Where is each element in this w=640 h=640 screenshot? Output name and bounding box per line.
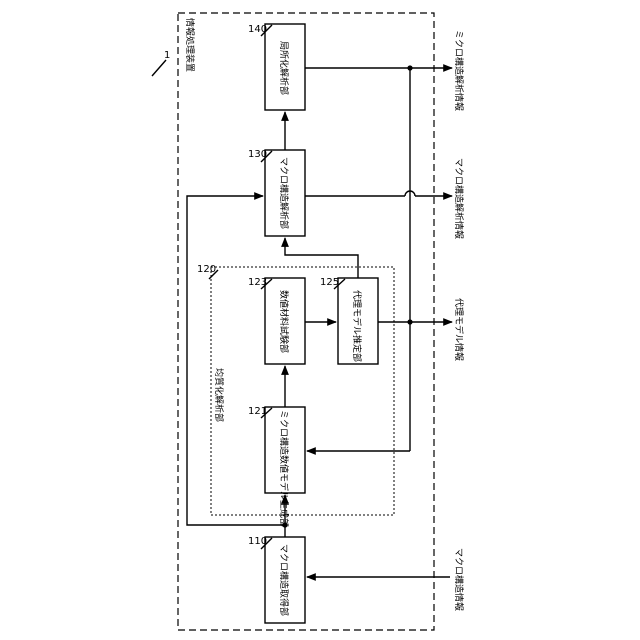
macro-output-label: マクロ構造解析情報 — [453, 158, 465, 239]
block-121-label: ミクロ構造数値モデル生成部 — [278, 410, 290, 527]
block-123-label: 数値材料試験部 — [278, 290, 290, 353]
block-140-label: 局所化解析部 — [278, 41, 290, 95]
block-121-ref: 121 — [248, 406, 267, 417]
block-110-label: マクロ構造取得部 — [278, 544, 290, 616]
block-125: 代理モデル推定部 125 — [320, 277, 378, 364]
block-130: マクロ構造解析部 130 — [248, 149, 305, 236]
surrogate-output-label: 代理モデル情報 — [453, 298, 465, 361]
block-125-ref: 125 — [320, 277, 339, 288]
device-label: 情報処理装置 — [184, 18, 196, 72]
block-123-ref: 123 — [248, 277, 267, 288]
device-ref: 1 — [164, 50, 170, 61]
micro-output-label: ミクロ構造解析情報 — [453, 30, 465, 111]
block-125-label: 代理モデル推定部 — [351, 290, 363, 362]
block-110: マクロ構造取得部 110 — [248, 536, 305, 623]
group-ref: 120 — [197, 264, 216, 275]
block-140-ref: 140 — [248, 24, 267, 35]
arrow-125-to-130 — [285, 238, 358, 278]
block-130-label: マクロ構造解析部 — [278, 157, 290, 229]
block-130-ref: 130 — [248, 149, 267, 160]
block-121: ミクロ構造数値モデル生成部 121 — [248, 406, 305, 527]
block-110-ref: 110 — [248, 536, 267, 547]
device-ref-leader — [152, 60, 166, 76]
homogenization-group-label: 均質化解析部 — [213, 368, 225, 422]
input-label: マクロ構造情報 — [453, 548, 465, 611]
block-123: 数値材料試験部 123 — [248, 277, 305, 364]
block-140: 局所化解析部 140 — [248, 24, 305, 110]
